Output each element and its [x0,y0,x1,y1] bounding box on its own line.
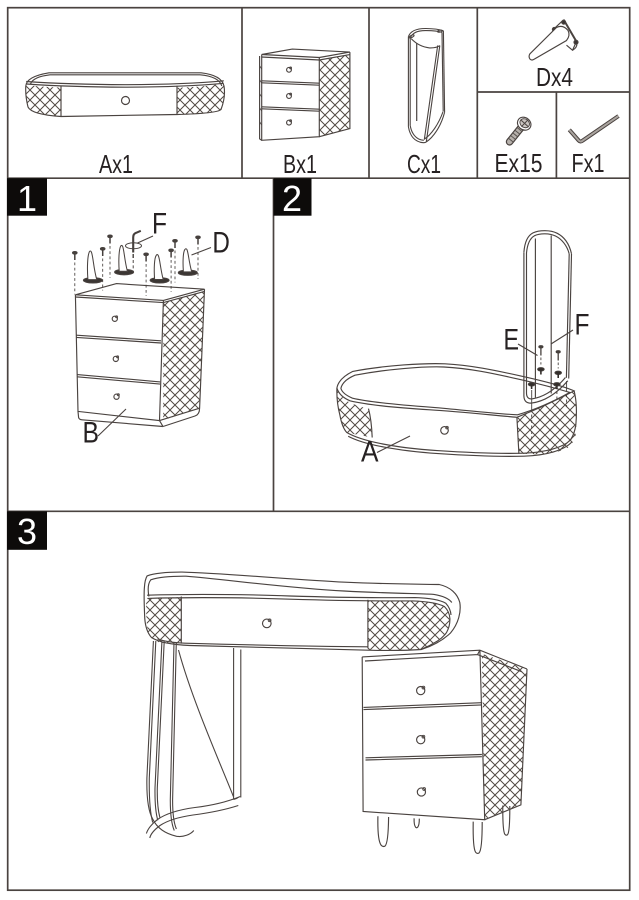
svg-text:1: 1 [17,178,37,219]
svg-text:3: 3 [17,511,37,552]
svg-text:Bx1: Bx1 [283,149,317,179]
svg-text:A: A [361,436,379,469]
svg-text:Ax1: Ax1 [99,149,133,179]
svg-text:F: F [152,208,167,241]
svg-text:Cx1: Cx1 [407,149,441,179]
svg-text:2: 2 [282,178,302,219]
svg-text:E: E [504,324,520,357]
svg-text:Dx4: Dx4 [536,62,573,92]
svg-text:D: D [212,226,230,259]
svg-text:Ex15: Ex15 [495,148,543,178]
svg-text:B: B [83,417,100,450]
svg-text:Fx1: Fx1 [572,148,605,178]
svg-text:F: F [575,309,590,342]
